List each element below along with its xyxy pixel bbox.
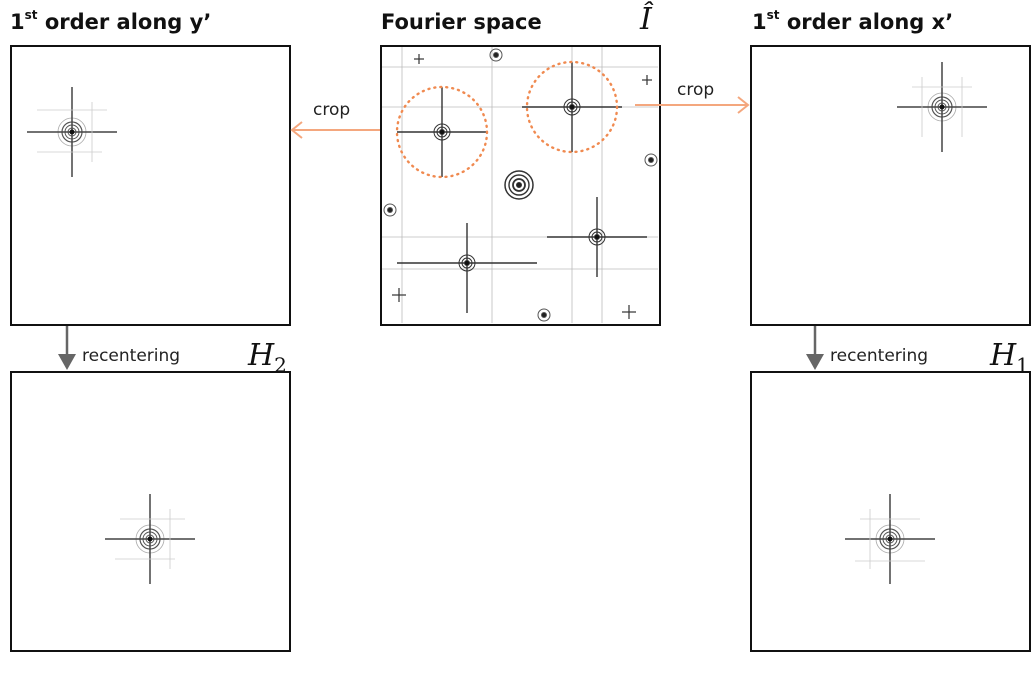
panel-first-order-y	[10, 45, 291, 326]
title-first-order-x: 1st order along x’	[752, 8, 954, 34]
spot-h1	[845, 494, 935, 584]
panel-fourier-space	[380, 45, 661, 326]
symbol-h2: H2	[248, 338, 287, 377]
symbol-fourier-transform: Î	[640, 2, 652, 37]
spot-first-order-y	[27, 87, 117, 177]
title-first-order-y: 1st order along y’	[10, 8, 212, 34]
panel-h1	[750, 371, 1031, 652]
recenter-arrow-left	[58, 326, 76, 370]
crop-label-left: crop	[313, 100, 351, 120]
panel-first-order-x	[750, 45, 1031, 326]
symbol-h1: H1	[990, 338, 1029, 377]
fourier-spectrum	[382, 47, 658, 323]
panel-h2	[10, 371, 291, 652]
title-fourier-space: Fourier space	[381, 10, 542, 34]
recentering-label-left: recentering	[82, 346, 181, 366]
crop-arrow-left	[290, 121, 380, 139]
crop-arrow-right	[635, 96, 750, 114]
spot-first-order-x	[897, 62, 987, 152]
crop-label-right: crop	[677, 80, 715, 100]
recentering-label-right: recentering	[830, 346, 929, 366]
recenter-arrow-right	[806, 326, 824, 370]
spot-h2	[105, 494, 195, 584]
